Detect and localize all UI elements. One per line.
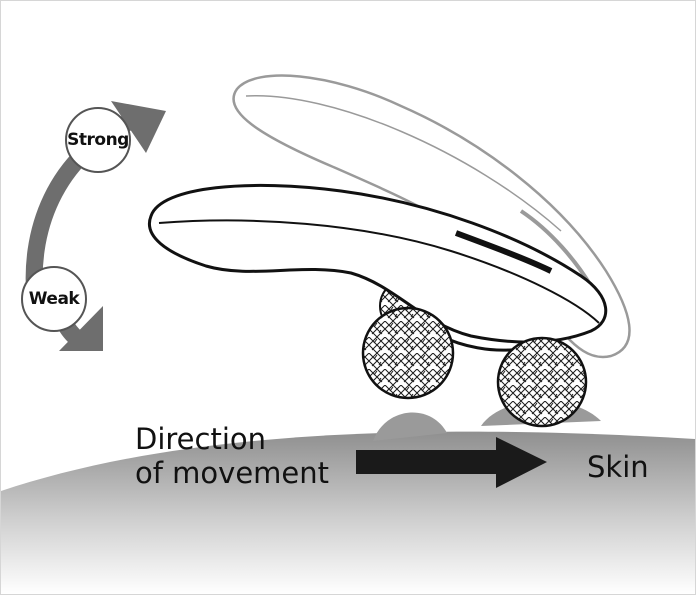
direction-label-line2: of movement xyxy=(135,456,330,490)
front-roller-ball xyxy=(496,336,588,428)
weak-text: Weak xyxy=(28,289,80,309)
direction-label: Direction of movement xyxy=(135,422,329,490)
strong-label: Strong xyxy=(65,107,131,173)
direction-label-line1: Direction xyxy=(135,422,267,456)
skin-label: Skin xyxy=(587,450,649,484)
device-body xyxy=(148,183,608,344)
right-arrow-icon xyxy=(356,437,547,488)
middle-roller-ball xyxy=(361,306,455,400)
strong-text: Strong xyxy=(67,130,129,150)
weak-label: Weak xyxy=(21,266,87,332)
skin-bulge-back xyxy=(373,412,447,441)
